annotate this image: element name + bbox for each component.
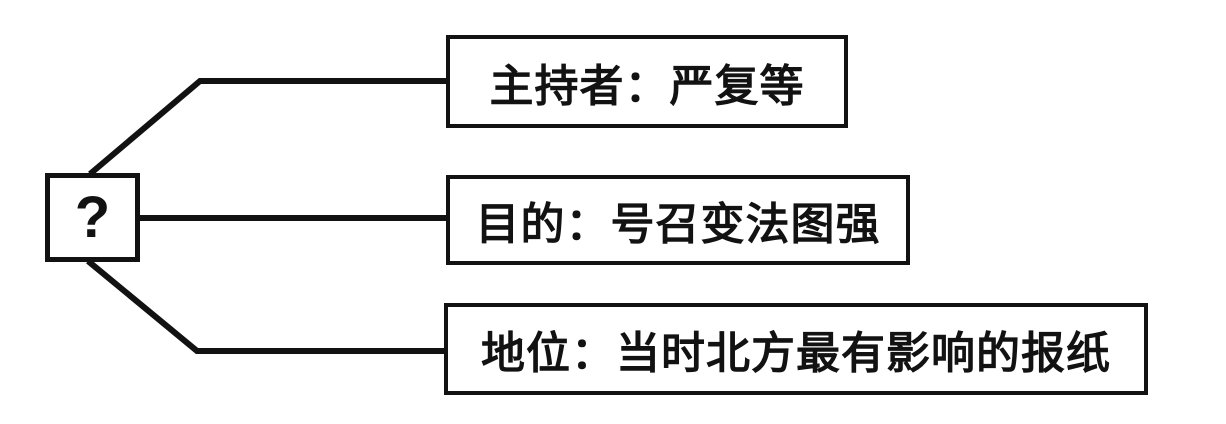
branch-node-host: 主持者：严复等 [446, 35, 848, 128]
connector-top [88, 78, 447, 177]
branch-node-host-label: 主持者：严复等 [489, 61, 805, 111]
root-node-label: ? [74, 185, 111, 250]
root-node: ? [45, 173, 140, 262]
branch-node-purpose-label: 目的：号召变法图强 [475, 200, 881, 249]
branch-node-purpose: 目的：号召变法图强 [446, 175, 910, 265]
branch-node-status-label: 地位：当时北方最有影响的报纸 [481, 329, 1111, 378]
connector-bottom [86, 258, 445, 354]
branch-node-status: 地位：当时北方最有影响的报纸 [444, 303, 1148, 395]
